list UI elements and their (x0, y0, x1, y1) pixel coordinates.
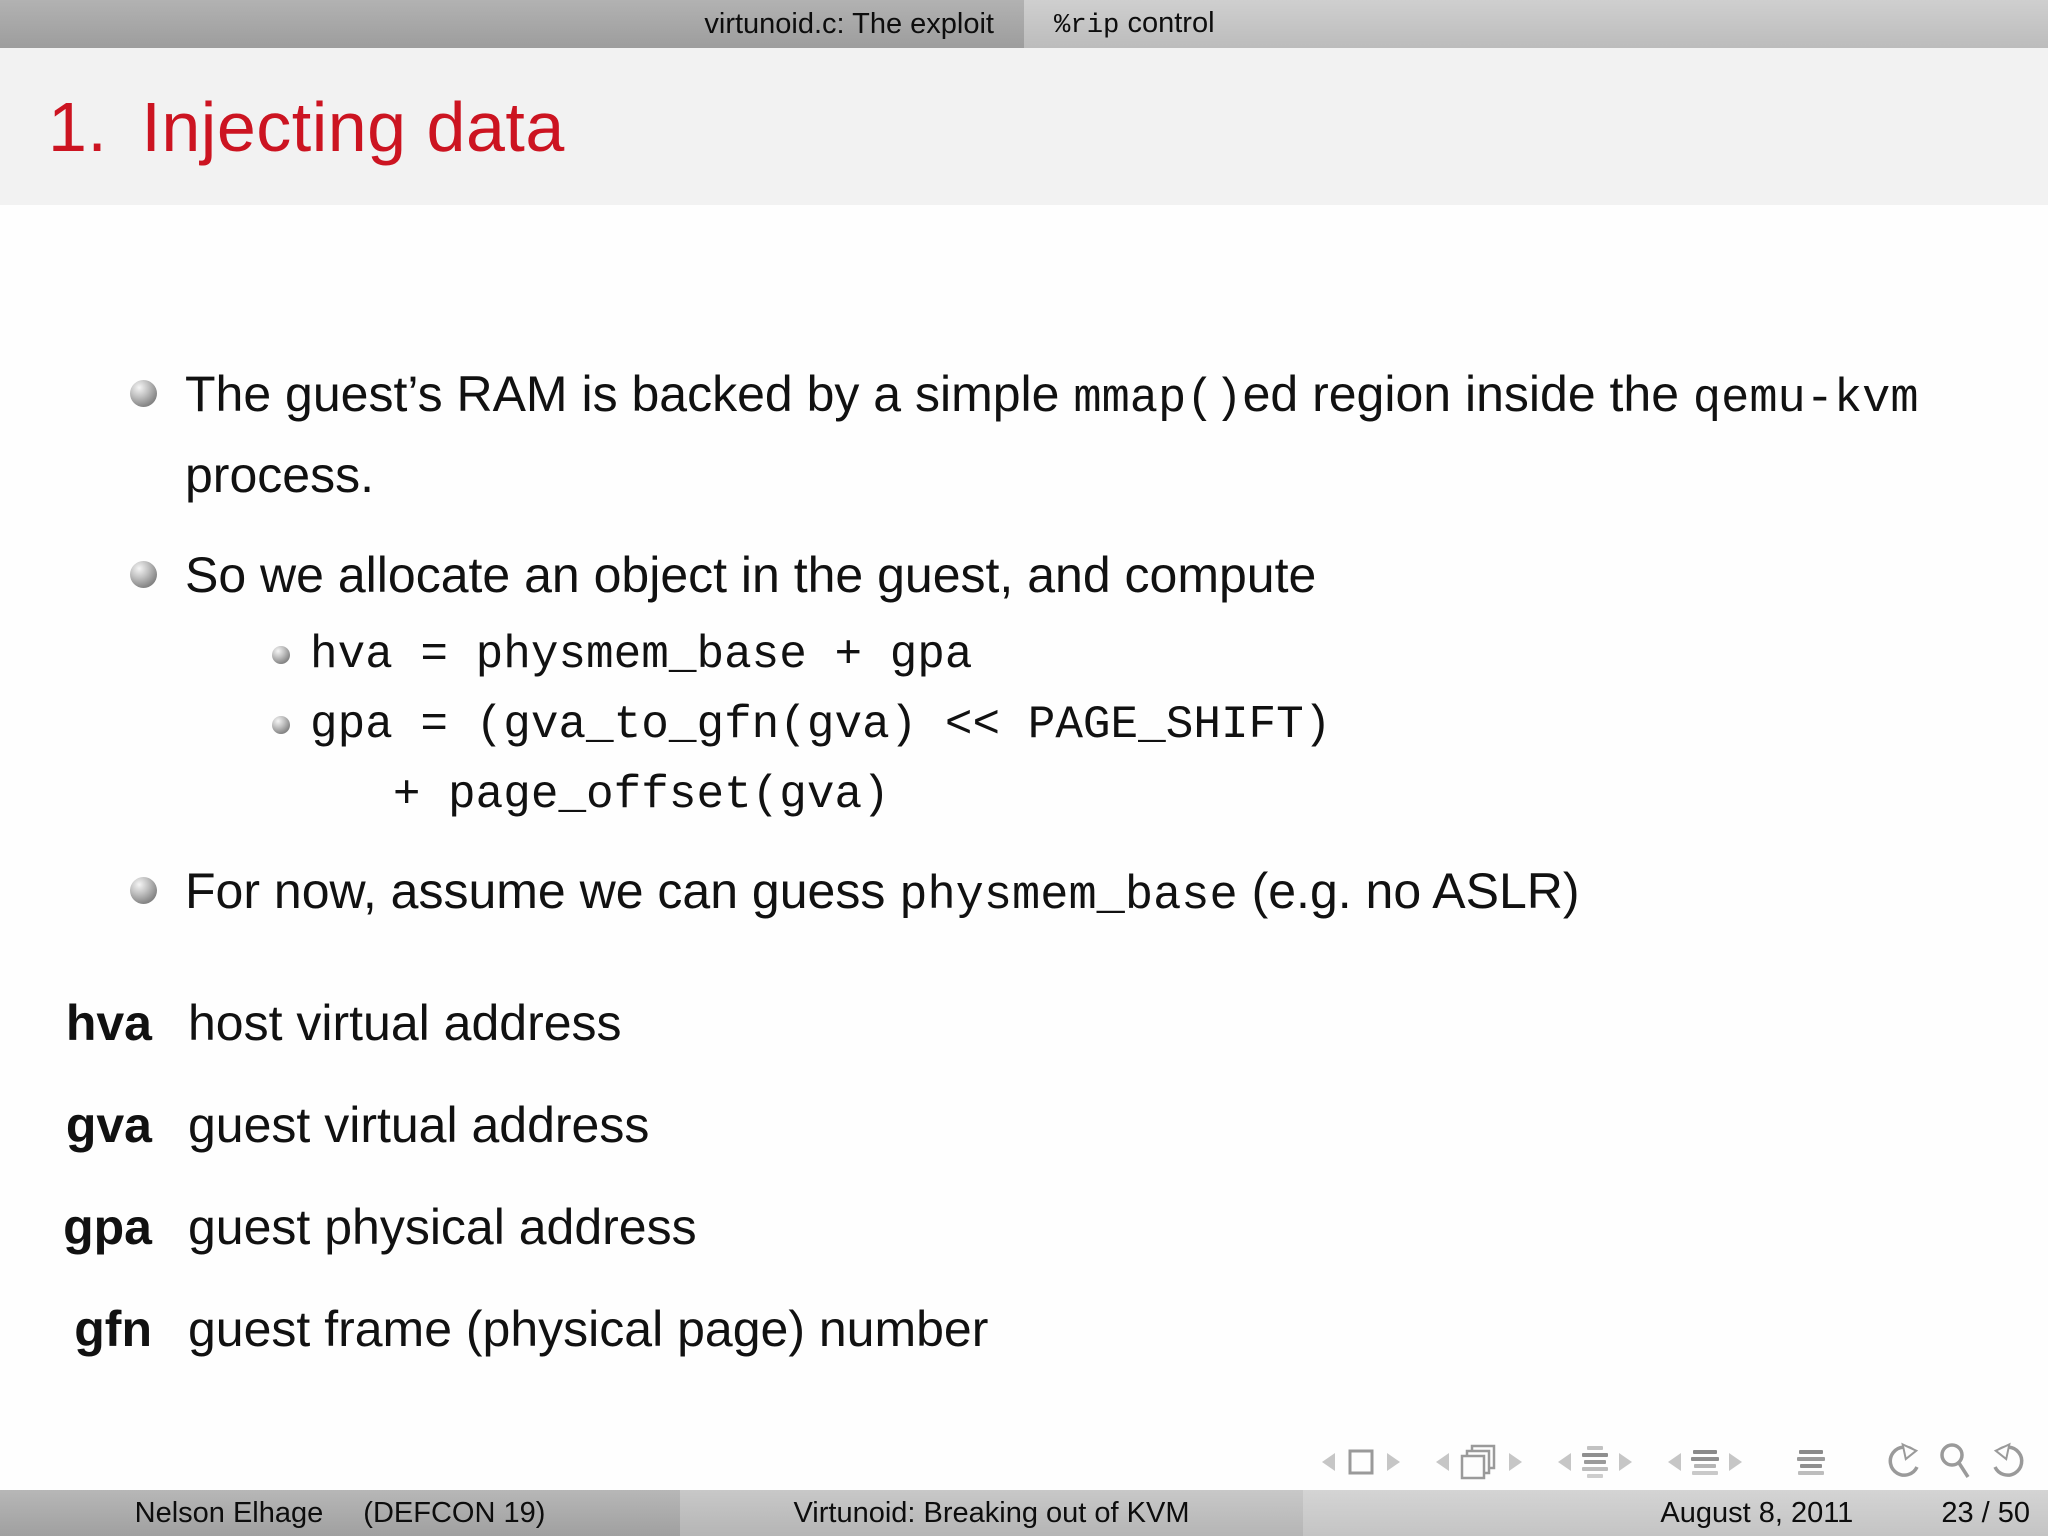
prev-section-arrow-icon[interactable] (1668, 1453, 1681, 1471)
frame-title-band: 1. Injecting data (0, 48, 2048, 205)
ball-bullet-small-icon (272, 646, 290, 665)
definition-list: hva host virtual address gva guest virtu… (40, 994, 2048, 1358)
redo-icon[interactable] (1986, 1439, 2032, 1485)
bullet-text: So we allocate an object in the guest, a… (185, 536, 1331, 830)
definition-row: gva guest virtual address (40, 1096, 2048, 1154)
search-icon[interactable] (1935, 1439, 1977, 1485)
slide-body: The guest’s RAM is backed by a simple mm… (0, 205, 2048, 1402)
definition-text: host virtual address (188, 994, 622, 1051)
slide-icon[interactable] (1344, 1445, 1378, 1479)
definition-text: guest virtual address (188, 1096, 650, 1153)
ball-bullet-small-icon (272, 716, 290, 735)
undo-icon[interactable] (1880, 1439, 1926, 1485)
prev-frame-arrow-icon[interactable] (1436, 1453, 1449, 1471)
footer-date-box: August 8, 2011 23 / 50 (1303, 1490, 2048, 1536)
sub-bullet-item-gpa: gpa = (gva_to_gfn(gva) << PAGE_SHIFT) + … (272, 690, 1331, 830)
definition-term: gva (65, 1096, 152, 1153)
footer-author-affiliation: (DEFCON 19) (363, 1496, 546, 1529)
frame-title-text: Injecting data (141, 87, 565, 166)
definition-row: gpa guest physical address (40, 1198, 2048, 1256)
appendix-icon[interactable] (1796, 1449, 1826, 1475)
prev-subsection-arrow-icon[interactable] (1558, 1453, 1571, 1471)
next-section-arrow-icon[interactable] (1729, 1453, 1742, 1471)
bullet-item-ram: The guest’s RAM is backed by a simple mm… (130, 355, 1988, 514)
footer-date: August 8, 2011 (1660, 1496, 1854, 1529)
definition-row: gfn guest frame (physical page) number (40, 1300, 2048, 1358)
ball-bullet-icon (130, 561, 157, 589)
prev-slide-arrow-icon[interactable] (1322, 1453, 1335, 1471)
next-slide-arrow-icon[interactable] (1387, 1453, 1400, 1471)
code-line: hva = physmem_base + gpa (310, 629, 973, 682)
definition-term: gpa (63, 1198, 152, 1255)
ball-bullet-icon (130, 380, 157, 407)
bullet-text: For now, assume we can guess physmem_bas… (185, 863, 1580, 924)
header-subsection-label: %rip control (1054, 7, 1215, 41)
bullet-text: The guest’s RAM is backed by a simple mm… (185, 366, 1919, 504)
header-section[interactable]: virtunoid.c: The exploit (0, 0, 1024, 48)
frames-icon[interactable] (1458, 1442, 1500, 1482)
bullet-item-allocate: So we allocate an object in the guest, a… (130, 536, 1988, 830)
code-line: gpa = (gva_to_gfn(gva) << PAGE_SHIFT) + … (310, 699, 1332, 822)
frame-title: 1. Injecting data (48, 87, 565, 167)
navigation-bar (1322, 1438, 2032, 1486)
definition-term: hva (65, 994, 152, 1051)
section-icon[interactable] (1690, 1449, 1720, 1475)
footer-page-number: 23 / 50 (1941, 1496, 2030, 1529)
sub-bullet-item-hva: hva = physmem_base + gpa (272, 620, 1331, 690)
footer-talk-title: Virtunoid: Breaking out of KVM (793, 1496, 1190, 1529)
sub-bullet-list: hva = physmem_base + gpa gpa = (gva_to_g… (272, 620, 1331, 830)
next-frame-arrow-icon[interactable] (1509, 1453, 1522, 1471)
header-subsection[interactable]: %rip control (1024, 0, 2048, 48)
subsection-icon[interactable] (1580, 1446, 1610, 1478)
footer-author-box: Nelson Elhage (DEFCON 19) (0, 1490, 680, 1536)
definition-row: hva host virtual address (40, 994, 2048, 1052)
footer-bar: Nelson Elhage (DEFCON 19) Virtunoid: Bre… (0, 1490, 2048, 1536)
definition-text: guest frame (physical page) number (188, 1300, 989, 1357)
frame-title-number: 1. (48, 87, 108, 166)
header-bar: virtunoid.c: The exploit %rip control (0, 0, 2048, 48)
next-subsection-arrow-icon[interactable] (1619, 1453, 1632, 1471)
footer-title-box: Virtunoid: Breaking out of KVM (680, 1490, 1303, 1536)
bullet-item-assume: For now, assume we can guess physmem_bas… (130, 852, 1988, 933)
footer-author-name: Nelson Elhage (134, 1496, 324, 1529)
bullet-text-inline: So we allocate an object in the guest, a… (185, 547, 1317, 604)
ball-bullet-icon (130, 877, 157, 905)
definition-term: gfn (74, 1300, 152, 1357)
header-section-label: virtunoid.c: The exploit (704, 7, 994, 40)
definition-text: guest physical address (188, 1198, 697, 1255)
bullet-list: The guest’s RAM is backed by a simple mm… (130, 355, 1988, 934)
